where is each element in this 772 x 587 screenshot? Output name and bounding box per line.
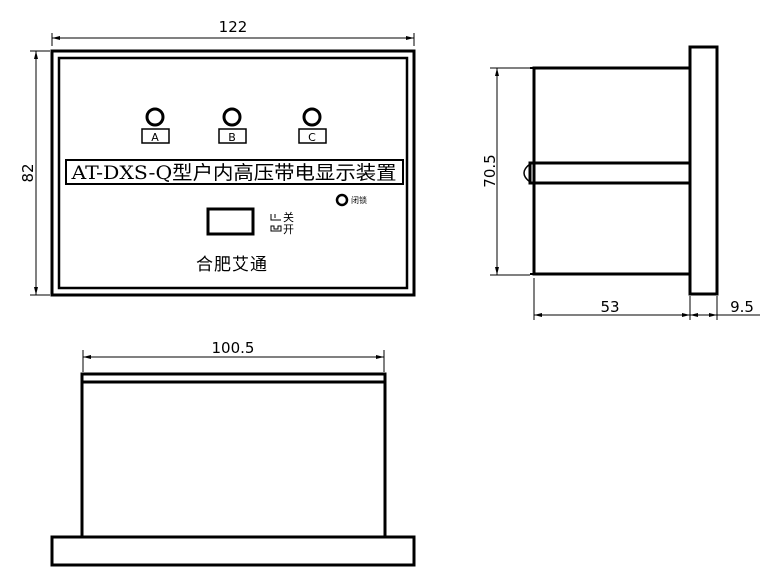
bottom-width-dimension: 100.5 — [82, 339, 385, 372]
front-height-dimension: 82 — [19, 50, 50, 296]
switch-window — [206, 207, 255, 236]
phase-label-a: A — [151, 131, 159, 144]
bottom-view: 100.5 — [50, 339, 416, 567]
bottom-body — [80, 380, 387, 539]
side-flange-label: 9.5 — [730, 298, 754, 316]
bottom-width-label: 100.5 — [212, 339, 255, 357]
front-view: 122 82 A B C — [19, 18, 416, 297]
side-body — [532, 66, 692, 276]
switch-close-icon — [270, 214, 281, 221]
brand-name: 合肥艾通 — [196, 255, 268, 275]
lock-label: 闭锁 — [351, 195, 367, 205]
side-height-label: 70.5 — [481, 154, 499, 187]
phase-lamp-c-icon — [302, 107, 322, 127]
switch-close-label: 关 — [283, 210, 294, 224]
front-panel-outer — [50, 49, 416, 297]
bottom-flange — [50, 535, 416, 567]
lock-lamp-icon — [335, 193, 349, 207]
front-panel-inner — [57, 56, 409, 290]
phase-label-b: B — [228, 131, 236, 144]
side-rib — [528, 161, 692, 185]
device-title: AT-DXS-Q型户内高压带电显示装置 — [70, 162, 396, 184]
phase-indicator-b: B — [218, 107, 247, 144]
side-knob — [523, 163, 531, 183]
title-plate — [65, 159, 404, 185]
switch-open-label: 开 — [283, 223, 294, 236]
front-width-label: 122 — [219, 18, 248, 36]
phase-lamp-b-icon — [222, 107, 242, 127]
side-height-dimension: 70.5 — [481, 67, 530, 276]
front-width-dimension: 122 — [51, 18, 415, 46]
switch-open-icon — [270, 225, 282, 232]
phase-lamp-a-icon — [145, 107, 165, 127]
phase-indicator-a: A — [141, 107, 170, 144]
front-height-label: 82 — [19, 163, 37, 182]
phase-indicator-c: C — [298, 107, 327, 144]
side-depth-label: 53 — [600, 298, 619, 316]
phase-label-c: C — [308, 131, 316, 144]
side-view: 70.5 53 9.5 — [481, 45, 760, 320]
side-flange — [688, 45, 719, 296]
side-depth-dimension: 53 9.5 — [533, 278, 760, 320]
